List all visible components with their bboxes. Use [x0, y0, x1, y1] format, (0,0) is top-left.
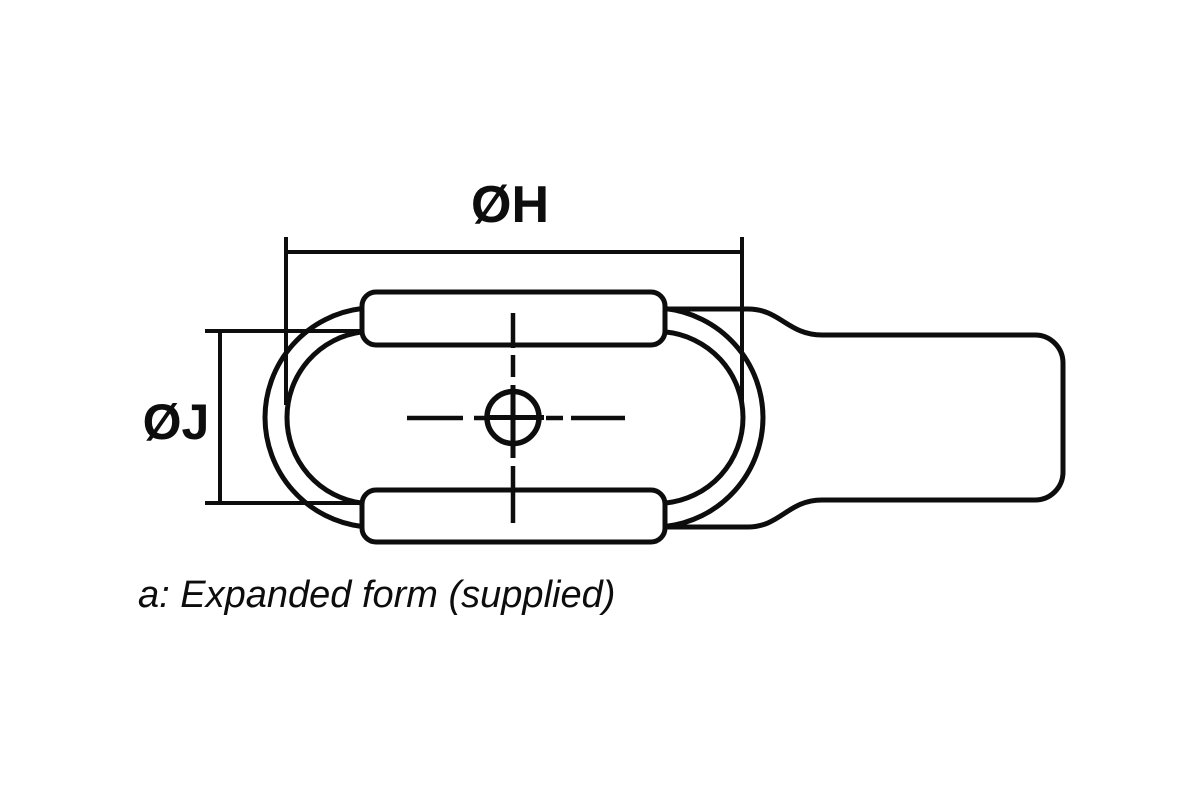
dim-h-label: ØH — [471, 176, 549, 234]
loop-inner-left-arc — [284, 329, 365, 506]
figure-caption: a: Expanded form (supplied) — [138, 574, 615, 616]
loop-inner-right-arc — [662, 329, 746, 506]
strap-tab-outline — [662, 306, 1066, 530]
loop-outer-right-arc — [662, 306, 766, 529]
loop-outer-left-arc — [262, 306, 365, 529]
dim-j-label: ØJ — [143, 394, 210, 450]
